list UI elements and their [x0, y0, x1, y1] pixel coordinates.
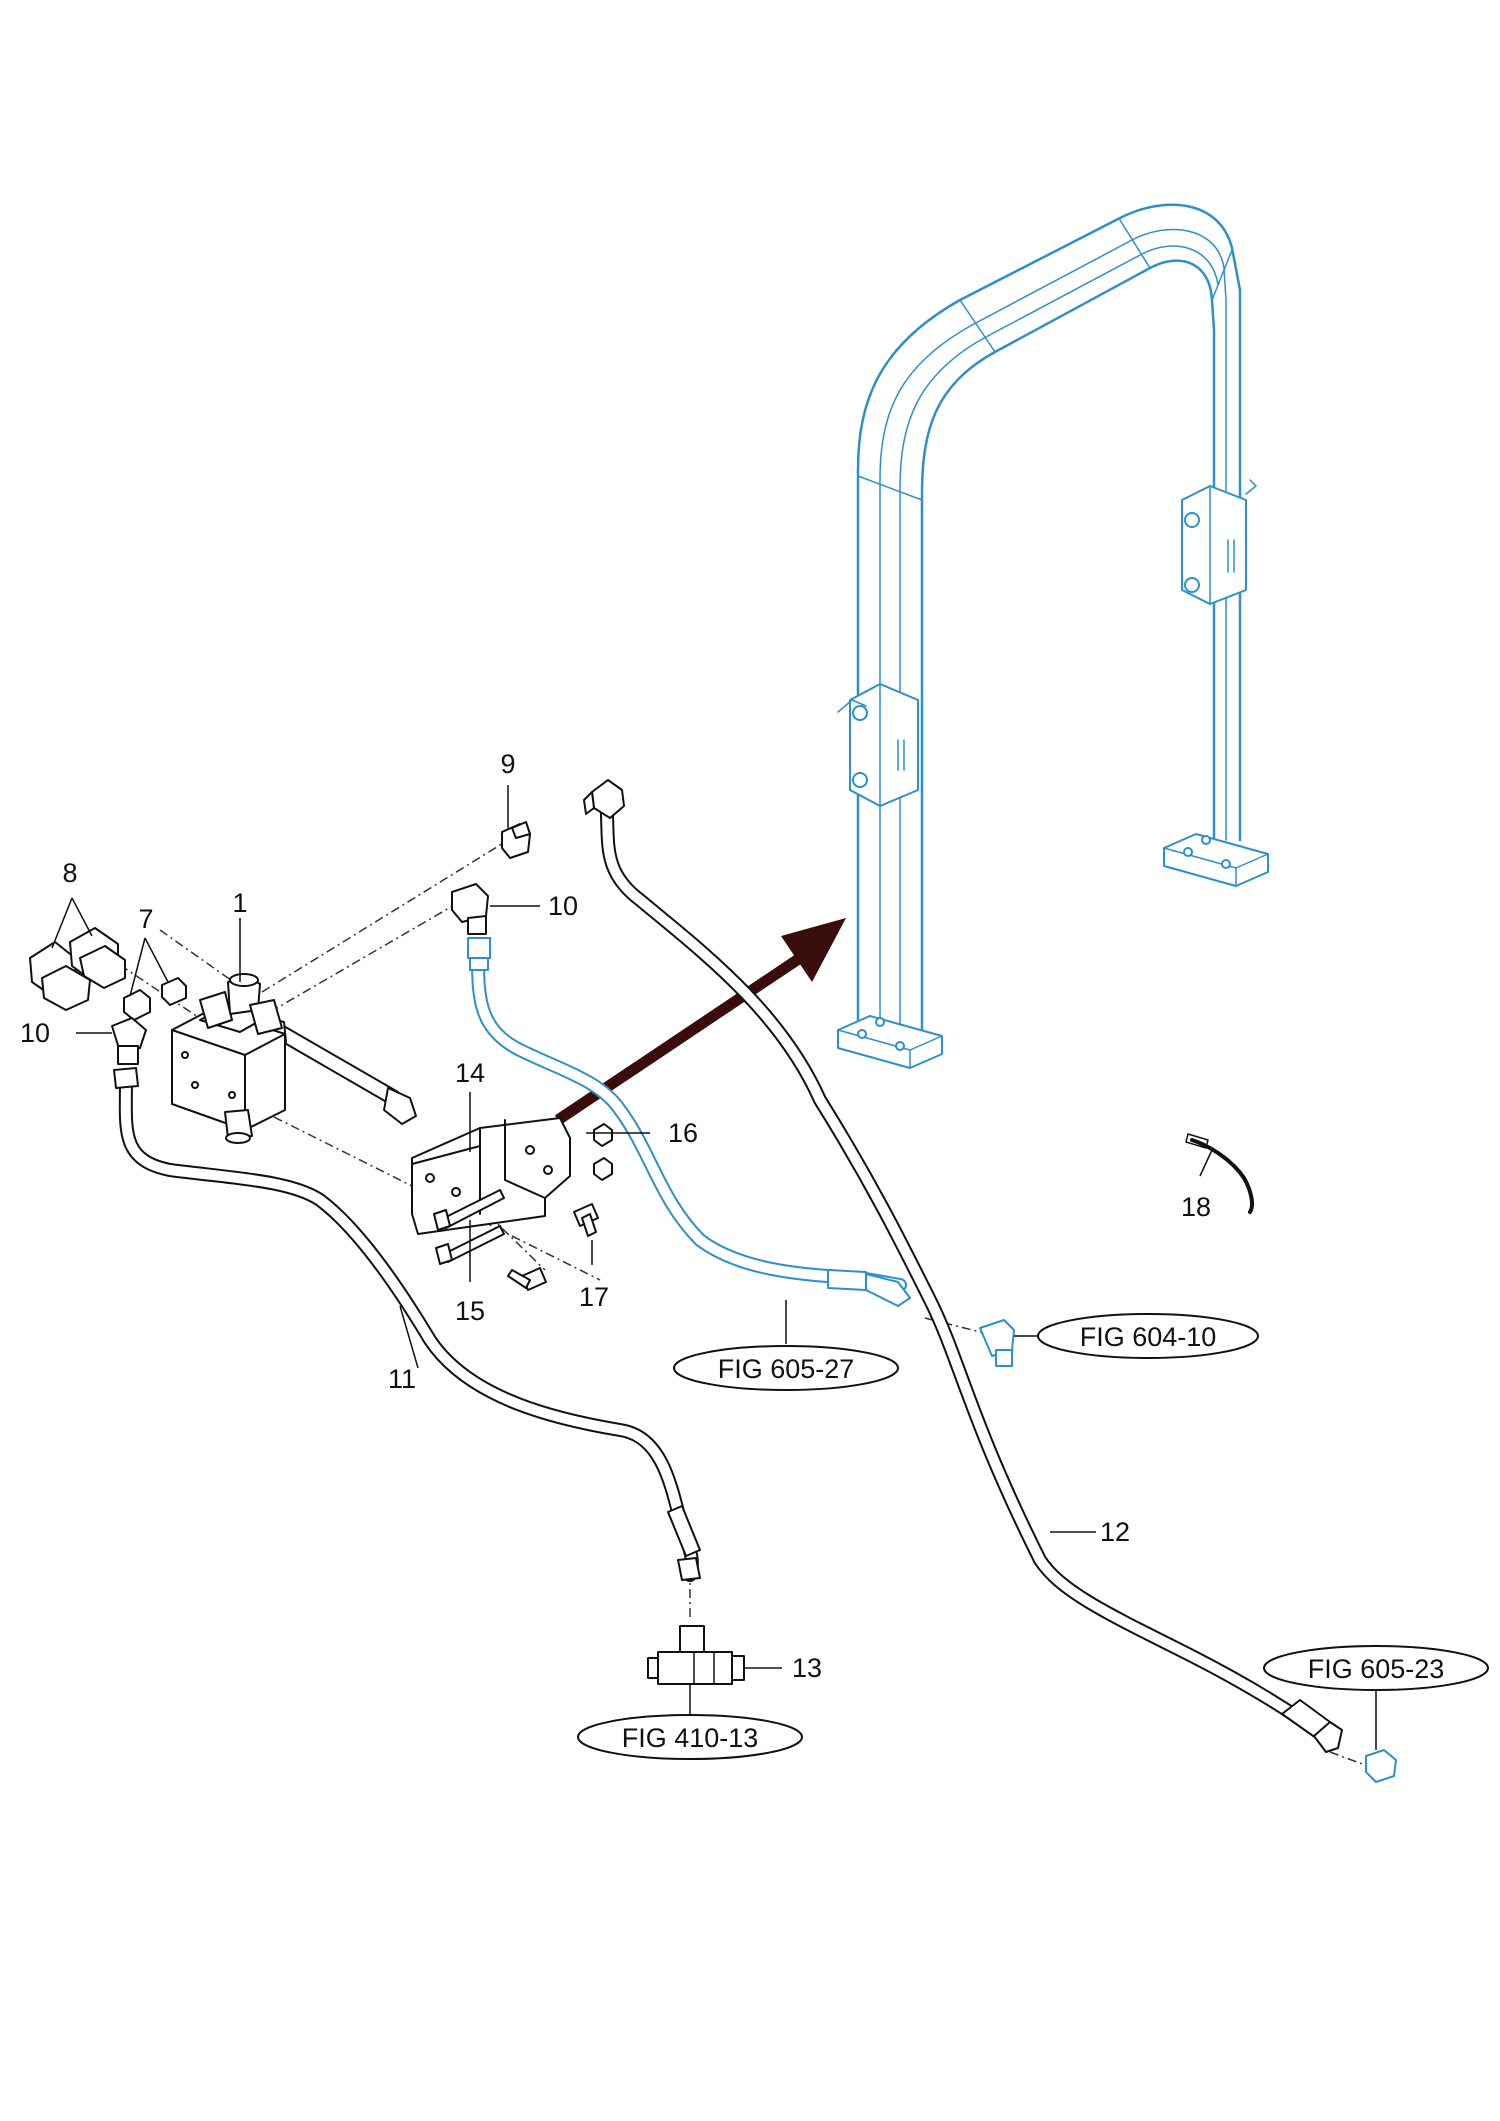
callout-17: 17: [579, 1282, 609, 1312]
callout-18: 18: [1181, 1192, 1211, 1222]
elbow-10-top: [451, 883, 489, 935]
leader-lines: [51, 785, 1377, 1750]
callout-14: 14: [455, 1058, 485, 1088]
bolts-15: [433, 1189, 505, 1265]
ref-fig-605-23[interactable]: FIG 605-23: [1263, 1645, 1489, 1691]
roll-bar-frame: [837, 203, 1269, 1069]
callout-9: 9: [500, 749, 515, 779]
callout-labels: 1 7 8 9 10 10 11 12 13 14 15 16 17 18: [20, 749, 1211, 1683]
ref-fig-410-13-label: FIG 410-13: [622, 1723, 759, 1753]
hose-blue: [467, 937, 911, 1307]
adapters-7: [123, 977, 187, 1021]
ref-fig-605-27-label: FIG 605-27: [718, 1354, 855, 1384]
callout-13: 13: [792, 1653, 822, 1683]
adapter-fig-605-23: [1365, 1749, 1397, 1783]
callout-10-left: 10: [20, 1018, 50, 1048]
quick-couplers-8: [29, 927, 126, 1011]
hose-12: [583, 779, 1343, 1753]
callout-10-top: 10: [548, 891, 578, 921]
ref-fig-410-13[interactable]: FIG 410-13: [577, 1714, 803, 1760]
elbow-10-left: [111, 1017, 147, 1065]
callout-8: 8: [62, 858, 77, 888]
screws-17: [507, 1203, 599, 1291]
valve-assembly: [171, 973, 417, 1144]
ref-fig-604-10-label: FIG 604-10: [1080, 1322, 1217, 1352]
callout-7: 7: [138, 904, 153, 934]
callout-11: 11: [388, 1364, 416, 1394]
ref-fig-604-10[interactable]: FIG 604-10: [1037, 1313, 1259, 1359]
elbow-fig-604-10: [979, 1319, 1015, 1367]
hose-11: [113, 1067, 701, 1582]
nuts-16: [593, 1123, 613, 1181]
callout-16: 16: [668, 1118, 698, 1148]
ref-fig-605-23-label: FIG 605-23: [1308, 1654, 1445, 1684]
adapter-9: [501, 821, 531, 859]
cable-tie-18: [1185, 1133, 1254, 1214]
callout-15: 15: [455, 1296, 485, 1326]
tee-fitting-13: [647, 1625, 745, 1685]
bracket-14: [411, 1117, 571, 1235]
ref-fig-605-27[interactable]: FIG 605-27: [673, 1345, 899, 1391]
callout-12: 12: [1100, 1517, 1130, 1547]
callout-1: 1: [232, 888, 247, 918]
